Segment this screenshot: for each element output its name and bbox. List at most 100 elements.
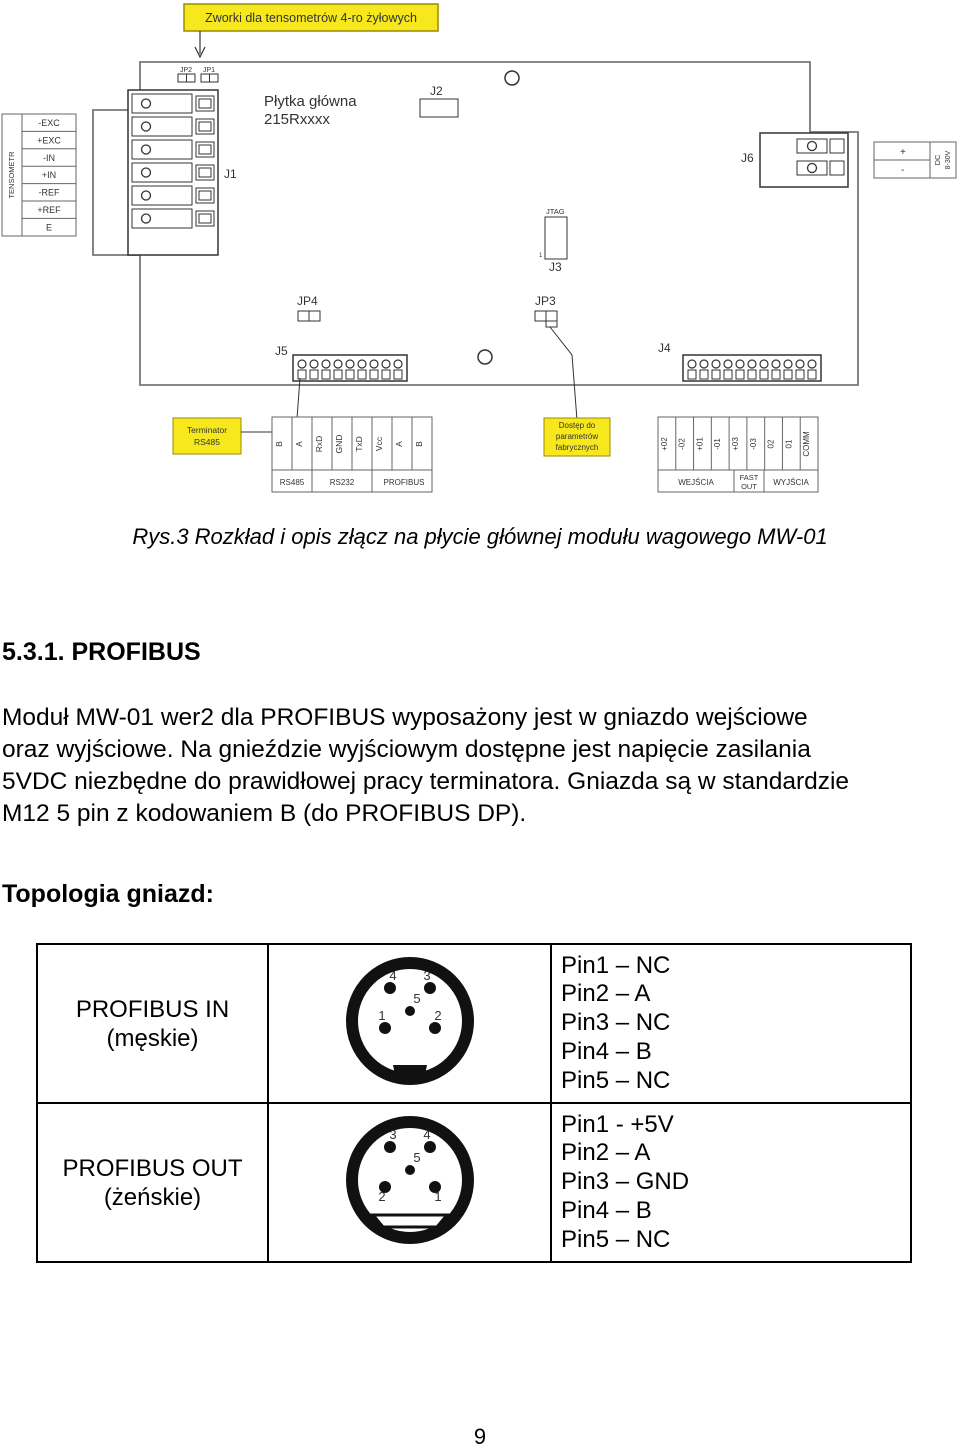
board-diagram: Zworki dla tensometrów 4-ro żyłowych JP2… bbox=[1, 3, 957, 493]
male-connector-icon: 1 2 3 4 5 bbox=[345, 957, 474, 1085]
terminator-label-2: RS485 bbox=[194, 437, 220, 447]
connector-pin-table: PROFIBUS IN (męskie) 1 2 3 4 5 Pin1 – NC… bbox=[36, 943, 912, 1263]
table-row: PROFIBUS IN (męskie) 1 2 3 4 5 Pin1 – NC… bbox=[36, 943, 912, 1104]
j2-label: J2 bbox=[430, 84, 443, 98]
paragraph-line: 5VDC niezbędne do prawidłowej pracy term… bbox=[2, 768, 850, 795]
pin-number: 4 bbox=[389, 968, 396, 983]
power-plus: + bbox=[900, 147, 906, 158]
pin-number: 3 bbox=[423, 968, 430, 983]
j4-pin-label: COMM bbox=[802, 431, 811, 457]
paragraph-line: Moduł MW-01 wer2 dla PROFIBUS wyposażony… bbox=[2, 704, 808, 731]
jp4-label: JP4 bbox=[297, 294, 318, 308]
connector-name-cell: PROFIBUS IN (męskie) bbox=[36, 943, 269, 1104]
j4-group-label: OUT bbox=[741, 482, 757, 491]
pin-row: Pin2 – A bbox=[561, 1139, 651, 1167]
pinout-cell: Pin1 - +5V Pin2 – A Pin3 – GND Pin4 – B … bbox=[550, 1102, 912, 1263]
tensometer-pin-label: +IN bbox=[42, 170, 56, 180]
jumper-label: Zworki dla tensometrów 4-ro żyłowych bbox=[205, 11, 417, 25]
pin-row: Pin1 – NC bbox=[561, 951, 671, 979]
j1-label: J1 bbox=[224, 167, 237, 181]
j3-label: J3 bbox=[549, 260, 562, 274]
pin-number: 5 bbox=[413, 991, 420, 1006]
pin-number: 3 bbox=[389, 1127, 396, 1142]
pin-number: 2 bbox=[378, 1189, 385, 1204]
j6-label: J6 bbox=[741, 151, 754, 165]
tensometer-pin-label: E bbox=[46, 222, 52, 232]
j4-terminal-block bbox=[682, 354, 822, 382]
pin-row: Pin2 – A bbox=[561, 980, 651, 1008]
tensometer-pin-label: -REF bbox=[39, 188, 60, 198]
pin-row: Pin3 – GND bbox=[561, 1168, 690, 1196]
pin-row: Pin4 – B bbox=[561, 1196, 652, 1224]
description-paragraph: Moduł MW-01 wer2 dla PROFIBUS wyposażony… bbox=[2, 702, 960, 830]
factory-label-3: fabrycznych bbox=[556, 443, 599, 452]
jp2-label: JP2 bbox=[180, 67, 192, 74]
connector-gender: (żeńskie) bbox=[103, 1183, 202, 1211]
connector-image-cell: 1 2 3 4 5 bbox=[267, 943, 552, 1104]
connector-name: PROFIBUS IN bbox=[75, 995, 230, 1023]
j1-terminal-block bbox=[127, 89, 219, 256]
j4-pin-label: -03 bbox=[749, 438, 758, 450]
board-title-2: 215Rxxxx bbox=[264, 111, 330, 128]
paragraph-line: oraz wyjściowe. Na gnieździe wyjściowym … bbox=[2, 736, 811, 763]
jp1-label: JP1 bbox=[203, 67, 215, 74]
pin-row: Pin1 - +5V bbox=[561, 1110, 674, 1138]
j5-label: J5 bbox=[275, 344, 288, 358]
tensometer-pin-label: +EXC bbox=[37, 135, 61, 145]
j5-pin-label: GND bbox=[334, 435, 344, 454]
j4-pin-label: 01 bbox=[784, 439, 793, 448]
jtag-label: JTAG bbox=[546, 207, 565, 216]
j4-group-label: FAST bbox=[740, 473, 759, 482]
figure-caption: Rys.3 Rozkład i opis złącz na płycie głó… bbox=[132, 524, 828, 549]
table-row: PROFIBUS OUT (żeńskie) 1 2 3 4 5 Pin1 - … bbox=[36, 1102, 912, 1263]
j5-pin-label: B bbox=[274, 441, 284, 447]
connector-image-cell: 1 2 3 4 5 bbox=[267, 1102, 552, 1263]
j5-pin-label: TxD bbox=[354, 436, 364, 452]
j5-group-label: RS232 bbox=[330, 478, 355, 487]
pin-number: 1 bbox=[434, 1189, 441, 1204]
j5-group-label: PROFIBUS bbox=[384, 478, 425, 487]
terminator-label-1: Terminator bbox=[187, 425, 227, 435]
connector-gender: (męskie) bbox=[106, 1024, 199, 1052]
power-label-dc: DC bbox=[933, 154, 942, 165]
tensometer-pin-label: -EXC bbox=[38, 118, 60, 128]
j4-group-label: WEJŚCIA bbox=[678, 478, 714, 487]
j4-pin-label: 02 bbox=[767, 439, 776, 448]
board-title-1: Płytka główna bbox=[264, 93, 357, 110]
page-number: 9 bbox=[473, 1424, 487, 1449]
board-outline bbox=[92, 61, 859, 386]
paragraph-line: M12 5 pin z kodowaniem B (do PROFIBUS DP… bbox=[2, 800, 527, 827]
pinout-cell: Pin1 – NC Pin2 – A Pin3 – NC Pin4 – B Pi… bbox=[550, 943, 912, 1104]
pin-number: 5 bbox=[413, 1150, 420, 1165]
tensometer-title: TENSOMETR bbox=[7, 151, 16, 199]
j5-group-label: RS485 bbox=[280, 478, 305, 487]
pin-number: 1 bbox=[378, 1008, 385, 1023]
jp3-label: JP3 bbox=[535, 294, 556, 308]
pin-row: Pin5 – NC bbox=[561, 1225, 671, 1253]
j5-pin-label: A bbox=[294, 441, 304, 447]
j5-pin-label: RxD bbox=[314, 436, 324, 453]
connector-name: PROFIBUS OUT bbox=[62, 1154, 243, 1182]
j5-pin-label: B bbox=[414, 441, 424, 447]
topology-title: Topologia gniazd: bbox=[2, 880, 214, 908]
j4-pin-label: +03 bbox=[731, 437, 740, 451]
pin-row: Pin5 – NC bbox=[561, 1066, 671, 1094]
section-title: 5.3.1. PROFIBUS bbox=[2, 638, 201, 666]
pin-number: 4 bbox=[423, 1127, 430, 1142]
j4-group-label: WYJŚCIA bbox=[773, 478, 809, 487]
j4-pin-label: -02 bbox=[678, 438, 687, 450]
pin-row: Pin4 – B bbox=[561, 1037, 652, 1065]
j5-pin-label: A bbox=[394, 441, 404, 447]
tensometer-pin-label: -IN bbox=[43, 153, 55, 163]
tensometer-pin-label: +REF bbox=[37, 205, 61, 215]
power-minus: - bbox=[901, 165, 904, 176]
j5-terminal-block bbox=[292, 354, 408, 382]
power-label-voltage: 8-30V bbox=[945, 150, 952, 169]
j4-pin-label: +02 bbox=[660, 437, 669, 451]
j4-label: J4 bbox=[658, 341, 671, 355]
factory-label-2: parametrów bbox=[556, 432, 598, 441]
pin-number: 2 bbox=[434, 1008, 441, 1023]
j4-pin-label: +01 bbox=[695, 437, 704, 451]
female-connector-icon: 1 2 3 4 5 bbox=[345, 1116, 474, 1244]
jtag-pin-label: 1 bbox=[539, 253, 543, 259]
